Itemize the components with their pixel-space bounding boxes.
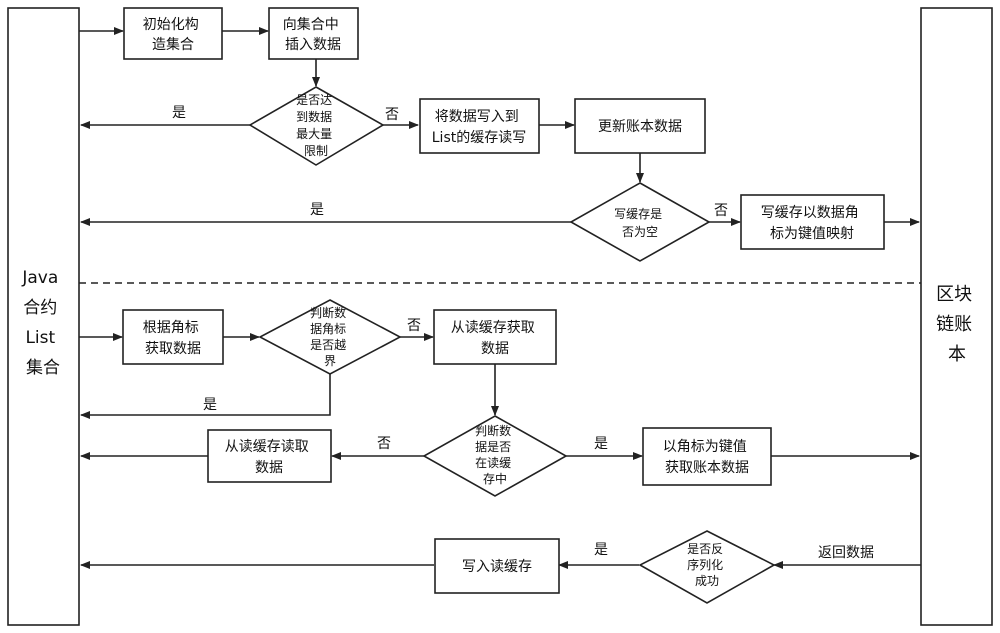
read-from-cache-label: 从读缓存读取 数据 xyxy=(225,438,313,476)
init-collection-label: 初始化构 造集合 xyxy=(143,16,203,53)
write-map-label: 写缓存以数据角 标为键值映射 xyxy=(761,205,863,242)
cache-no-label: 否 xyxy=(377,436,391,452)
read-from-cache-box xyxy=(207,429,332,483)
empty-yes-label: 是 xyxy=(310,202,324,218)
blockchain-ledger-label: 区块 链账 本 xyxy=(936,284,978,365)
insert-data-label: 向集合中 插入数据 xyxy=(283,16,343,53)
cache-empty-decision xyxy=(569,182,711,262)
cache-empty-label: 写缓存是 否为空 xyxy=(614,207,666,239)
empty-no-label: 否 xyxy=(714,203,728,219)
get-by-index-label: 根据角标 获取数据 xyxy=(143,320,203,357)
index-no-label: 否 xyxy=(407,318,421,334)
deser-yes-label: 是 xyxy=(594,542,608,558)
update-ledger-box xyxy=(574,98,706,154)
blockchain-ledger-column xyxy=(920,7,993,626)
in-read-cache-label: 判断数 据是否 在读缓 存中 xyxy=(475,423,515,486)
get-by-index-box xyxy=(122,309,224,365)
write-read-cache-box xyxy=(434,538,560,594)
in-read-cache-decision xyxy=(422,415,568,497)
index-yes-label: 是 xyxy=(203,397,217,413)
init-collection-box xyxy=(123,7,223,60)
index-bounds-decision xyxy=(258,299,402,375)
write-list-cache-label: 将数据写入到 List的缓存读写 xyxy=(432,109,526,146)
read-cache-get-label: 从读缓存获取 数据 xyxy=(451,319,539,357)
max-no-label: 否 xyxy=(385,107,399,123)
ledger-get-label: 以角标为键值 获取账本数据 xyxy=(663,439,751,476)
java-list-label: Java 合约 List 集合 xyxy=(21,268,63,378)
write-read-cache-label: 写入读缓存 xyxy=(462,558,532,575)
deserialize-label: 是否反 序列化 成功 xyxy=(687,542,727,588)
cache-yes-label: 是 xyxy=(594,436,608,452)
ledger-get-box xyxy=(642,427,772,486)
java-list-column xyxy=(7,7,80,626)
index-bounds-label: 判断数 据角标 是否越 界 xyxy=(310,305,350,368)
write-list-cache-box xyxy=(419,98,540,154)
deserialize-decision xyxy=(638,530,776,604)
insert-data-box xyxy=(268,7,359,60)
write-map-box xyxy=(740,194,885,250)
max-yes-label: 是 xyxy=(172,105,186,121)
max-limit-decision xyxy=(248,86,385,166)
read-cache-get-box xyxy=(433,309,557,365)
return-data-label: 返回数据 xyxy=(818,545,874,561)
arrow-index-yes xyxy=(80,373,331,419)
max-limit-label: 是否达 到数据 最大量 限制 xyxy=(296,93,336,158)
update-ledger-label: 更新账本数据 xyxy=(598,119,682,135)
